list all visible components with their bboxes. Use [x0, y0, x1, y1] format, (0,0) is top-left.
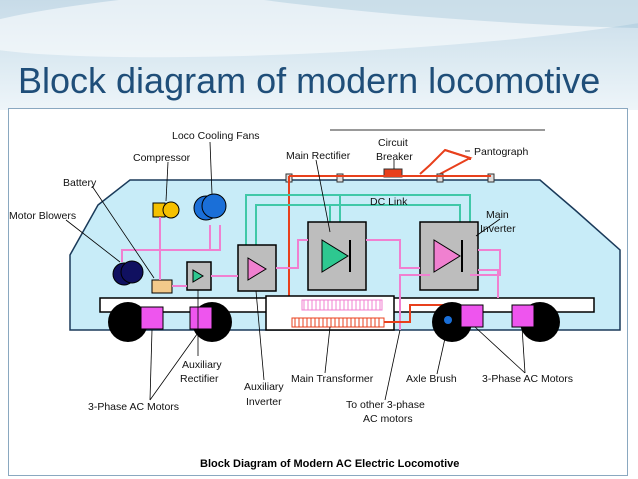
transformer-primary-coil [301, 299, 383, 311]
label-loco-cooling-fans: Loco Cooling Fans [172, 130, 260, 142]
roof-insulator-3 [436, 173, 444, 183]
label-battery: Battery [63, 177, 97, 189]
label-main-inverter-2: Inverter [480, 223, 516, 235]
label-aux-rectifier-1: Auxiliary [182, 359, 222, 371]
label-main-inverter-1: Main [486, 209, 509, 221]
axle-brush-contact [444, 316, 452, 324]
traction-motor-3 [460, 304, 484, 328]
label-other-motors-2: AC motors [363, 413, 413, 425]
aux-wiring [121, 217, 501, 330]
wheels [108, 302, 560, 342]
label-other-motors-1: To other 3-phase [346, 399, 425, 411]
wheel-1 [108, 302, 148, 342]
label-pantograph: Pantograph [474, 146, 528, 158]
pantograph [419, 148, 473, 175]
label-aux-rectifier-2: Rectifier [180, 373, 219, 385]
label-circuit: Circuit [378, 137, 408, 149]
label-dc-link: DC Link [370, 196, 408, 208]
label-main-rectifier: Main Rectifier [286, 150, 351, 162]
label-3phase-motors-left: 3-Phase AC Motors [88, 401, 179, 413]
leader-lines [65, 141, 526, 401]
label-aux-inverter-1: Auxiliary [244, 381, 284, 393]
label-axle-brush: Axle Brush [406, 373, 457, 385]
traction-motor-4 [511, 304, 535, 328]
dc-link-upper [245, 194, 471, 245]
traction-motor-2 [189, 306, 213, 330]
auxiliary-rectifier-diode [192, 269, 204, 283]
roof-insulator-2 [336, 173, 344, 183]
label-aux-inverter-2: Inverter [246, 396, 282, 408]
main-inverter-symbol [433, 239, 461, 273]
label-breaker: Breaker [376, 151, 413, 163]
auxiliary-inverter-symbol [247, 257, 267, 281]
compressor-cylinder [162, 201, 180, 219]
motor-blower-2 [120, 260, 144, 284]
label-3phase-motors-right: 3-Phase AC Motors [482, 373, 573, 385]
slide-title: Block diagram of modern locomotive [18, 60, 601, 101]
battery [151, 279, 173, 294]
label-motor-blowers: Motor Blowers [9, 210, 76, 222]
diagram-caption: Block Diagram of Modern AC Electric Loco… [200, 458, 459, 470]
slide-header [0, 0, 638, 110]
label-main-transformer: Main Transformer [291, 373, 374, 385]
main-transformer-outer [265, 295, 395, 331]
pantograph-top [444, 149, 471, 160]
roof-insulator-4 [487, 173, 495, 183]
label-compressor: Compressor [133, 152, 191, 164]
traction-motor-1 [140, 306, 164, 330]
dc-link-lower [255, 204, 461, 245]
main-rectifier-diode [321, 239, 349, 273]
cooling-fan-2 [201, 193, 227, 219]
